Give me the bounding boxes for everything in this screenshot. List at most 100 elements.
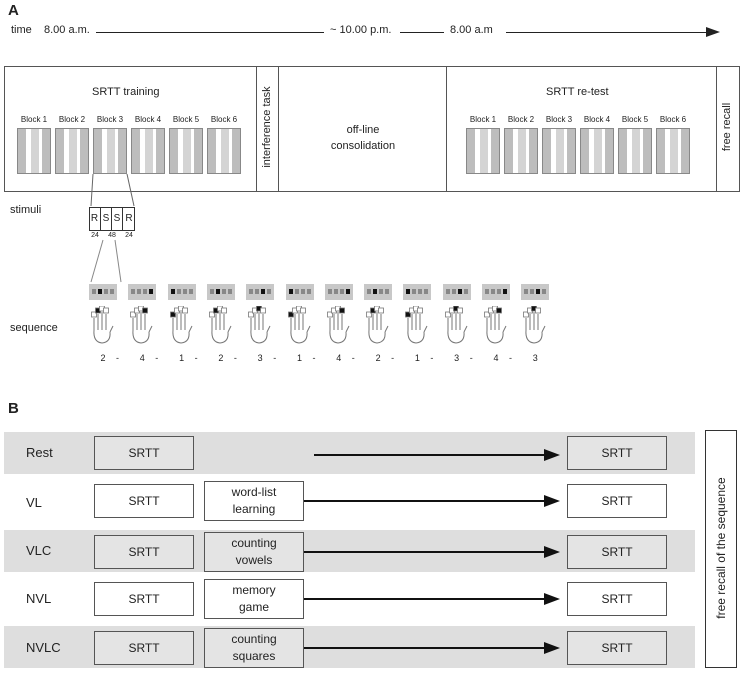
stimuli-box [89, 207, 135, 231]
srtt-training-box: SRTT [94, 484, 194, 518]
sequence-number: 4 [493, 353, 499, 363]
sequence-separator: - [469, 353, 473, 363]
retest-block-label: Block 4 [583, 115, 611, 124]
retest-block [580, 128, 614, 174]
consolidation-line1: off-line [346, 124, 380, 136]
retest-block-label: Block 6 [659, 115, 687, 124]
srtt-retest-box: SRTT [567, 582, 667, 616]
arrow-line [314, 454, 546, 456]
sequence-label: sequence [10, 322, 58, 334]
hand-icon [444, 306, 468, 344]
stimulus-count: 24 [125, 232, 133, 239]
stimulus-sequence: S [112, 208, 123, 230]
free-recall-box [705, 430, 737, 668]
sequence-separator: - [233, 353, 237, 363]
sequence-screen [206, 284, 235, 300]
arrow-head [544, 642, 560, 654]
srtt-training-box: SRTT [94, 436, 194, 470]
hand-icon [326, 306, 350, 344]
divider-3 [446, 66, 447, 192]
sequence-number: 2 [218, 353, 224, 363]
srtt-training-box: SRTT [94, 535, 194, 569]
training-block-label: Block 1 [20, 115, 48, 124]
srtt-retest-box: SRTT [567, 535, 667, 569]
divider-4 [716, 66, 717, 192]
sequence-number: 3 [454, 353, 460, 363]
training-block [131, 128, 165, 174]
sequence-number: 4 [139, 353, 145, 363]
arrow-line [304, 598, 546, 600]
sequence-screen [128, 284, 157, 300]
timeline-line-2 [400, 32, 444, 33]
sequence-screen [324, 284, 353, 300]
sequence-separator: - [194, 353, 198, 363]
sequence-screen [89, 284, 117, 300]
srtt-retest-box: SRTT [567, 631, 667, 665]
training-block-label: Block 6 [210, 115, 238, 124]
stimulus-count: 48 [108, 232, 116, 239]
retest-block [504, 128, 538, 174]
timeline-arrowhead [706, 27, 720, 37]
panel-a-label: A [8, 2, 19, 19]
condition-name: NVL [26, 591, 52, 606]
training-block [17, 128, 51, 174]
zoom-lines [90, 173, 135, 283]
hand-icon [405, 306, 428, 344]
timeline-start: 8.00 a.m. [44, 24, 90, 36]
timeline-end: 8.00 a.m [450, 24, 493, 36]
arrow-line [304, 647, 546, 649]
training-block [207, 128, 241, 174]
sequence-number: 3 [257, 353, 263, 363]
panel-b-label: B [8, 400, 19, 417]
procedure-box [4, 66, 740, 192]
stimulus-random: R [89, 208, 101, 230]
srtt-retest-box: SRTT [567, 436, 667, 470]
divider-2 [278, 66, 279, 192]
training-block [93, 128, 127, 174]
retest-block [656, 128, 690, 174]
sequence-screen [442, 284, 471, 300]
sequence-screen [403, 284, 432, 300]
sequence-screen [521, 284, 550, 300]
sequence-separator: - [509, 353, 512, 363]
divider-1 [256, 66, 257, 192]
sequence-number: 1 [414, 353, 420, 363]
stimulus-sequence: S [101, 208, 112, 230]
sequence-separator: - [312, 353, 316, 363]
retest-block [618, 128, 652, 174]
srtt-retest-box: SRTT [567, 484, 667, 518]
consolidation-line2: consolidation [330, 140, 396, 152]
arrow-head [544, 546, 560, 558]
hand-icon [91, 306, 114, 344]
timeline-middle: ~ 10.00 p.m. [330, 24, 392, 36]
training-block-label: Block 3 [96, 115, 124, 124]
sequence-separator: - [273, 353, 277, 363]
sequence-number: 1 [296, 353, 302, 363]
sequence-separator: - [430, 353, 434, 363]
sequence-screen [285, 284, 314, 300]
training-block [169, 128, 203, 174]
retest-block-label: Block 2 [507, 115, 535, 124]
arrow-line [304, 500, 546, 502]
sequence-number: 3 [532, 353, 538, 363]
training-block-label: Block 5 [172, 115, 200, 124]
training-title: SRTT training [92, 86, 160, 98]
retest-block-label: Block 3 [545, 115, 573, 124]
arrow-head [544, 593, 560, 605]
training-block-label: Block 4 [134, 115, 162, 124]
retest-block-label: Block 1 [469, 115, 497, 124]
sequence-screen [482, 284, 510, 300]
condition-name: VL [26, 495, 42, 510]
sequence-screen [246, 284, 275, 300]
timeline-line-1 [96, 32, 324, 33]
srtt-training-box: SRTT [94, 582, 194, 616]
sequence-number: 1 [179, 353, 185, 363]
condition-name: VLC [26, 543, 52, 558]
hand-icon [484, 306, 507, 344]
retest-block [466, 128, 500, 174]
condition-name: Rest [26, 445, 53, 460]
sequence-screen [167, 284, 196, 300]
stimulus-count: 24 [91, 232, 99, 239]
